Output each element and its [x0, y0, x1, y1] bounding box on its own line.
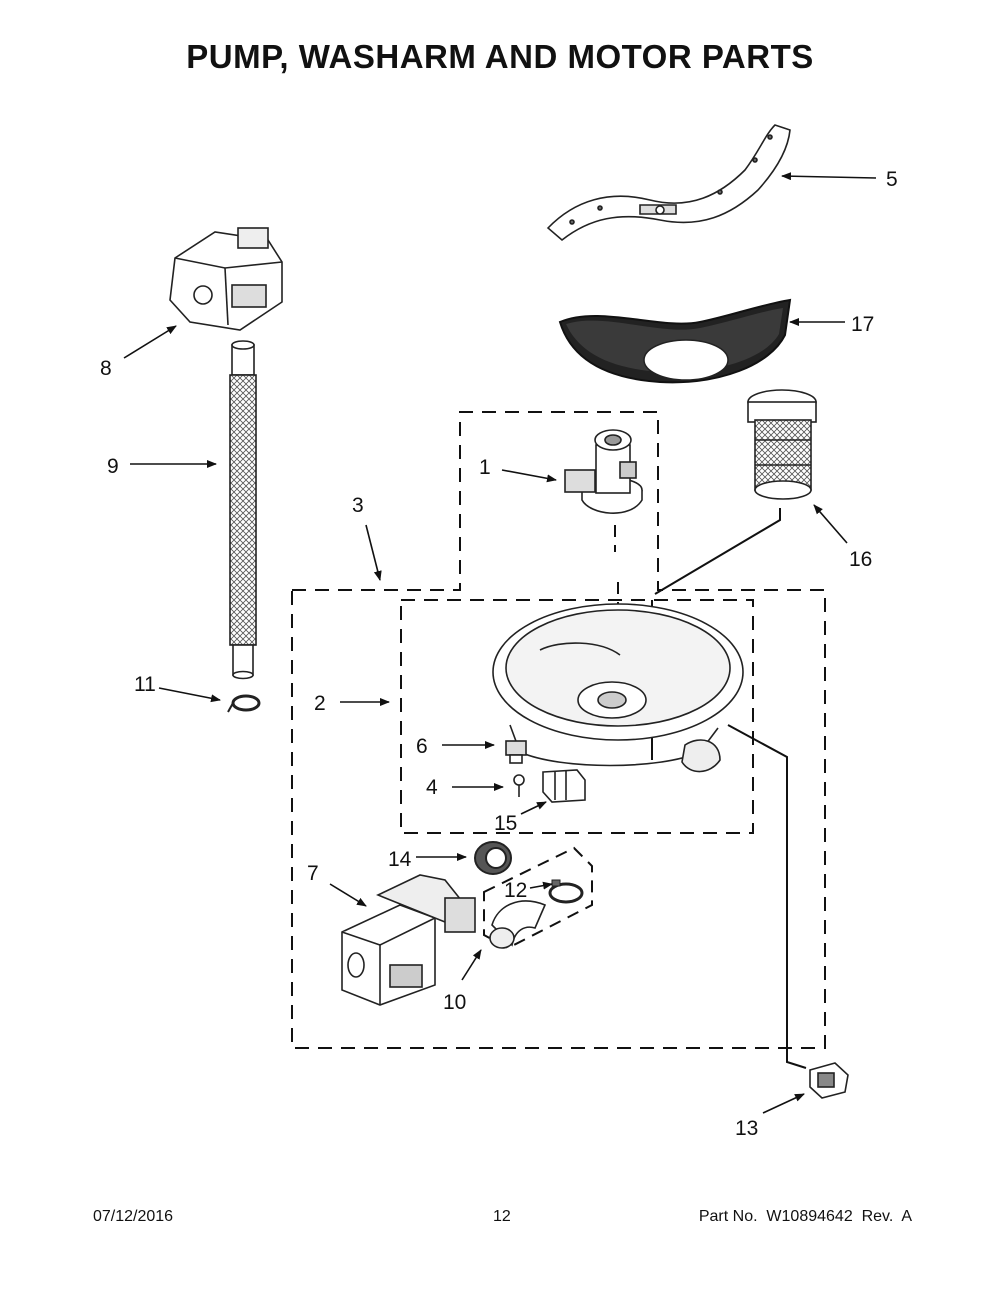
footer-part-number: Part No. W10894642 Rev. A — [698, 1208, 912, 1225]
callout-14: 14 — [388, 848, 412, 871]
callout-10: 10 — [443, 991, 466, 1014]
callout-9: 9 — [107, 455, 119, 478]
hose-clamp — [227, 694, 261, 713]
temperature-sensor — [809, 1062, 849, 1099]
elbow-hose — [489, 900, 547, 949]
assembly-outline-2 — [400, 599, 754, 834]
drain-hose — [229, 340, 257, 680]
bracket — [505, 740, 527, 764]
footer-page-number: 12 — [493, 1208, 511, 1225]
page-title: PUMP, WASHARM AND MOTOR PARTS — [186, 38, 814, 75]
callout-4: 4 — [426, 776, 438, 799]
callout-16: 16 — [849, 548, 872, 571]
callout-6: 6 — [416, 735, 428, 758]
callout-8: 8 — [100, 357, 112, 380]
footer-date: 07/12/2016 — [93, 1208, 174, 1225]
hose-clamp-small — [548, 879, 584, 904]
callout-12: 12 — [504, 879, 527, 902]
callout-1: 1 — [479, 456, 491, 479]
hose-clamp-outline-12 — [483, 846, 593, 950]
pump-seal — [474, 841, 512, 875]
callout-3: 3 — [352, 494, 364, 517]
callout-labels: 1 2 3 4 5 6 7 8 9 10 11 12 13 14 15 16 1… — [100, 168, 898, 1140]
assembly-outline-3 — [291, 411, 826, 1049]
callout-5: 5 — [886, 168, 898, 191]
connector-lines — [614, 508, 807, 1069]
callout-11: 11 — [134, 673, 156, 696]
screw — [513, 774, 525, 797]
callout-7: 7 — [307, 862, 319, 885]
sump-assembly — [492, 603, 744, 773]
callout-15: 15 — [494, 812, 517, 835]
callout-13: 13 — [735, 1117, 758, 1140]
wash-arm — [546, 124, 791, 242]
drain-pump-housing — [169, 227, 283, 331]
callout-17: 17 — [851, 313, 874, 336]
wire-connector — [542, 769, 586, 803]
diverter-assembly — [564, 429, 643, 514]
cylinder-filter — [747, 389, 817, 500]
leader-arrows — [123, 172, 877, 1114]
callout-2: 2 — [314, 692, 326, 715]
filter-cover — [558, 298, 792, 384]
pump-motor — [341, 874, 476, 1006]
